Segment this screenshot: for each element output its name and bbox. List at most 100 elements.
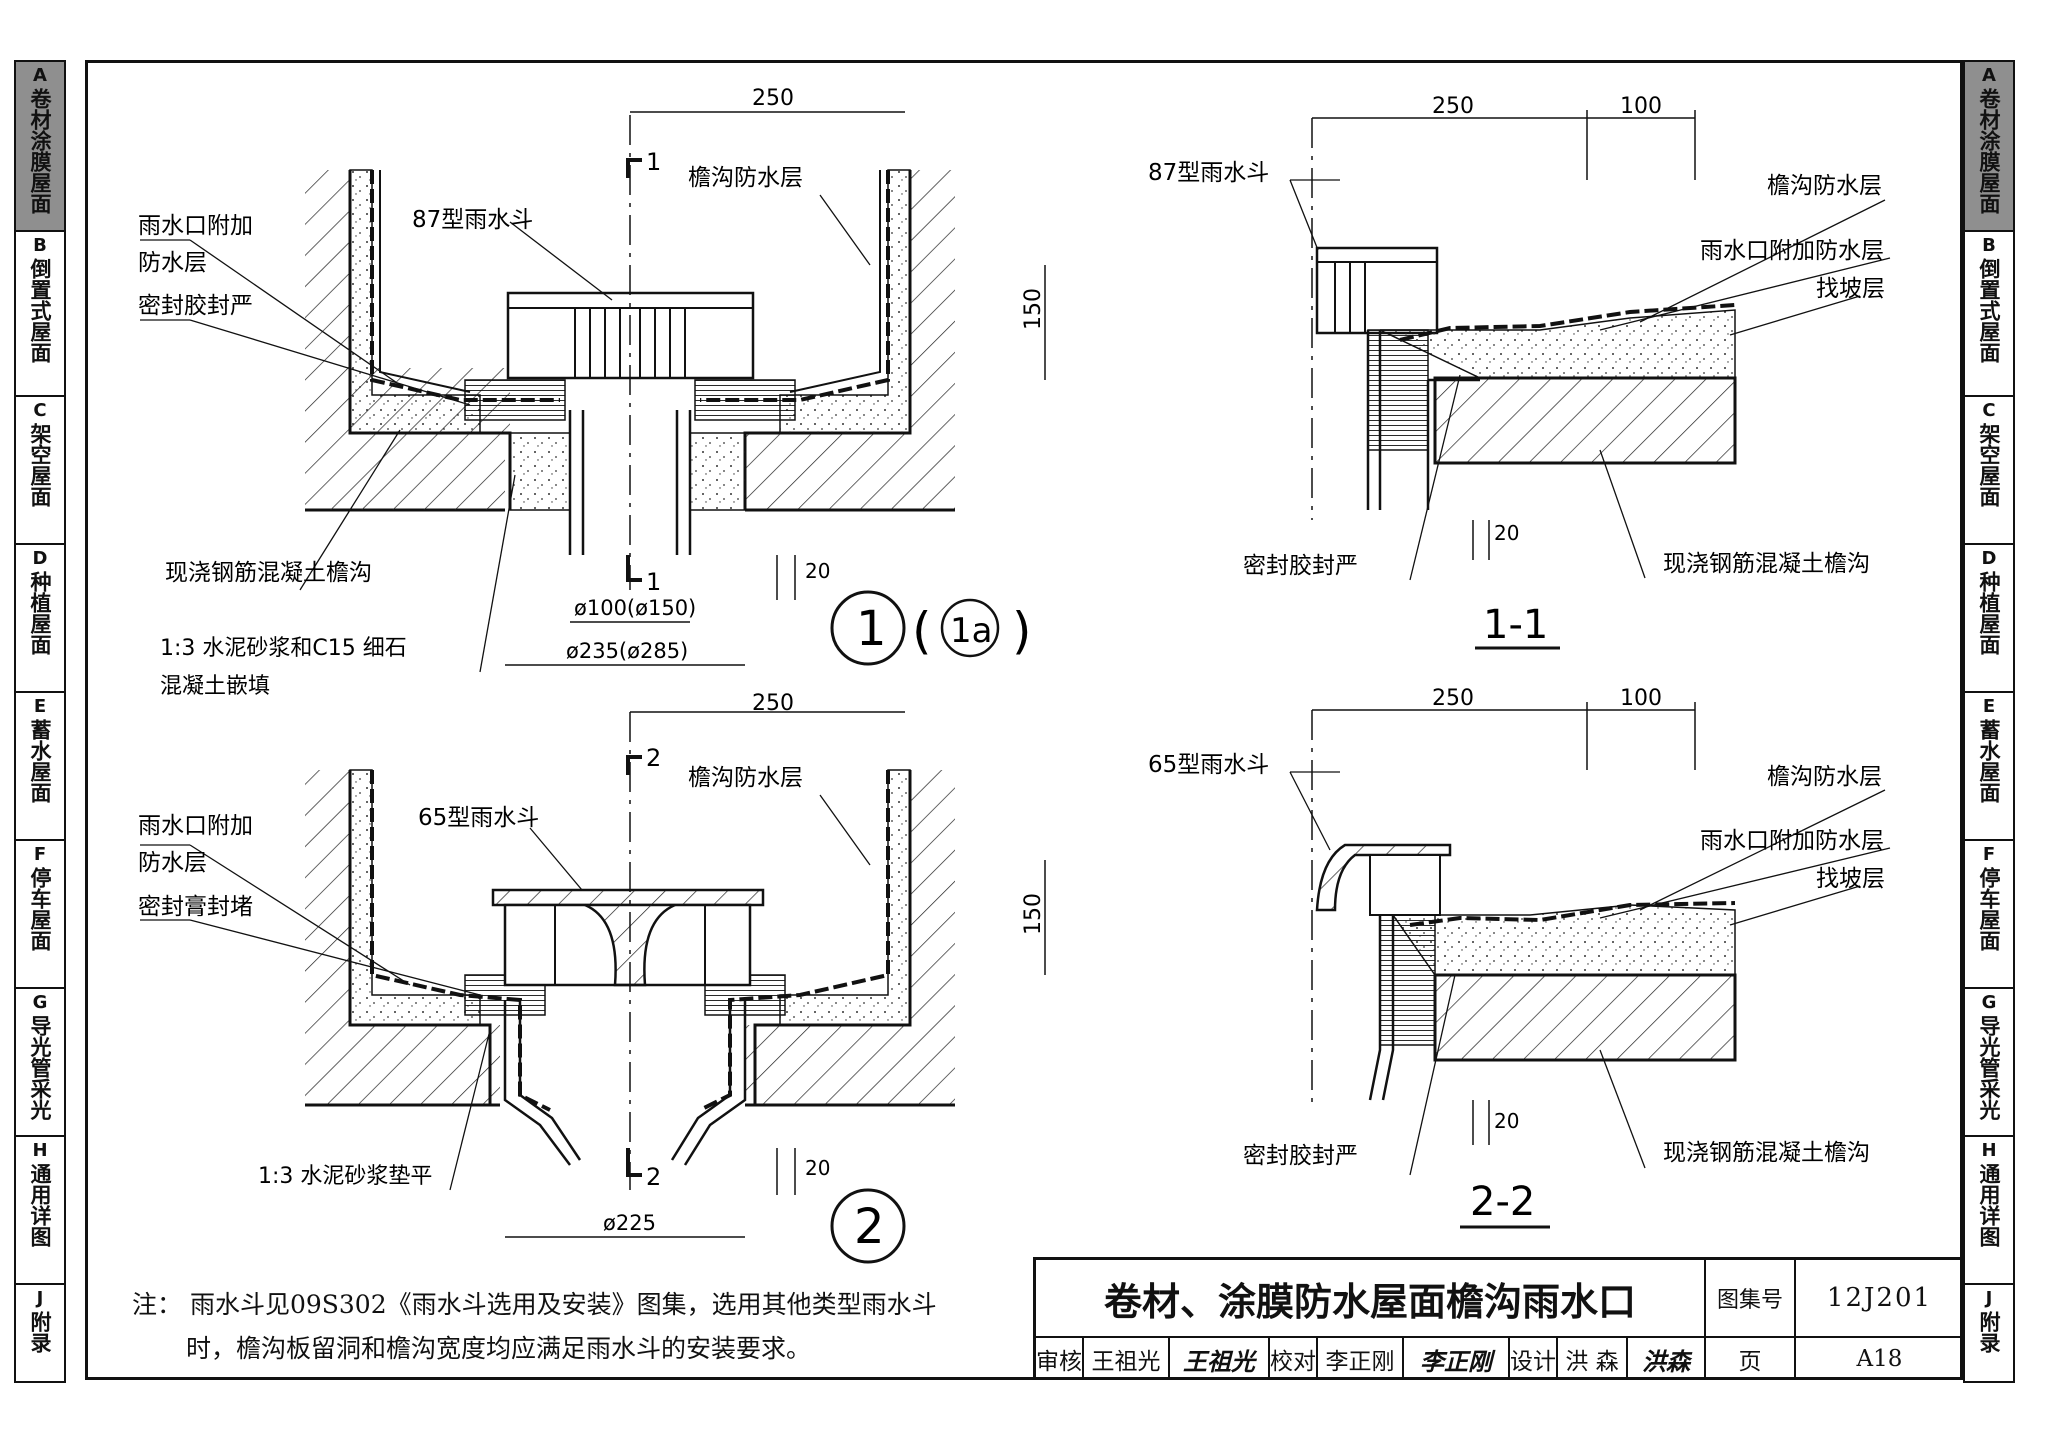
dim-150-d1: 150	[1021, 288, 1046, 330]
chapter-tab-name: 附录	[1977, 1311, 2001, 1353]
design-name: 洪 森	[1558, 1338, 1628, 1380]
chapter-tab-code: H	[1981, 1140, 1997, 1161]
section-mark-2-bottom: 2	[646, 1163, 661, 1191]
label-gutter-waterproof-s11: 檐沟防水层	[1767, 173, 1882, 199]
chapter-tab-name: 通用详图	[1977, 1163, 2001, 1247]
label-add-waterproof-s11: 雨水口附加防水层	[1700, 238, 1884, 264]
chapter-tab-name: 架空屋面	[1977, 423, 2001, 507]
chapter-tab-code: F	[33, 844, 47, 865]
check-signature: 李正刚	[1404, 1338, 1510, 1380]
label-seal-d1: 密封胶封严	[138, 293, 253, 319]
chapter-tab-code: J	[1985, 1288, 1993, 1309]
drawing-frame	[85, 60, 1963, 1380]
chapter-tab-name: 导光管采光	[28, 1015, 52, 1120]
section-mark-2-top: 2	[646, 744, 661, 772]
chapter-tab-code: B	[1982, 235, 1996, 256]
chapter-tab-name: 通用详图	[28, 1163, 52, 1247]
review-signature: 王祖光	[1170, 1338, 1270, 1380]
dim-150-d2: 150	[1021, 893, 1046, 935]
section-mark-1-top: 1	[646, 148, 661, 176]
chapter-tab-name: 种植屋面	[1977, 571, 2001, 655]
dim-250-d1: 250	[752, 86, 794, 111]
chapter-tab-code: C	[1982, 400, 1996, 421]
label-drain-65-d2: 65型雨水斗	[418, 805, 539, 831]
chapter-tab-code: F	[1982, 844, 1996, 865]
dim-dia-inner: ø100(ø150)	[574, 596, 696, 620]
label-drain-65-s22: 65型雨水斗	[1148, 752, 1269, 778]
signature-row: 审核 王祖光 王祖光 校对 李正刚 李正刚 设计 洪 森 洪森 页 A18	[1036, 1338, 1963, 1380]
check-label: 校对	[1270, 1338, 1318, 1380]
dim-250-d2: 250	[752, 691, 794, 716]
callout-2-number: 2	[854, 1199, 885, 1255]
dim-100-s22: 100	[1620, 686, 1662, 711]
chapter-tab-name: 停车屋面	[28, 867, 52, 951]
label-drain-87-d1: 87型雨水斗	[412, 207, 533, 233]
page-label: 页	[1706, 1338, 1796, 1380]
label-seal-s22: 密封胶封严	[1243, 1143, 1358, 1169]
chapter-tab-code: J	[36, 1288, 44, 1309]
section-title-1-1: 1-1	[1483, 602, 1548, 648]
chapter-tab-code: C	[33, 400, 47, 421]
title-block: 卷材、涂膜防水屋面檐沟雨水口 图集号 12J201 审核 王祖光 王祖光 校对 …	[1033, 1257, 1963, 1380]
review-label: 审核	[1036, 1338, 1084, 1380]
dim-dia-outer: ø235(ø285)	[566, 639, 688, 663]
label-concrete-s11: 现浇钢筋混凝土檐沟	[1663, 551, 1870, 577]
label-add-waterproof-1-d2: 雨水口附加	[138, 813, 253, 839]
label-slope-s22: 找坡层	[1816, 866, 1885, 892]
design-signature: 洪森	[1628, 1338, 1706, 1380]
label-fill-1-d1: 1:3 水泥砂浆和C15 细石	[160, 636, 407, 661]
drawing-title: 卷材、涂膜防水屋面檐沟雨水口	[1036, 1260, 1706, 1338]
chapter-tab-code: H	[32, 1140, 48, 1161]
chapter-tab-code: E	[1982, 696, 1996, 717]
page-value: A18	[1856, 1346, 1903, 1372]
callout-1-number: 1	[856, 601, 887, 657]
chapter-tab-code: E	[33, 696, 47, 717]
chapter-tab-name: 蓄水屋面	[28, 719, 52, 803]
chapter-tab-code: G	[32, 992, 48, 1013]
detail-1: 1 1 250 150 ø100(ø150) ø235(ø285) 20 87型…	[138, 86, 1046, 699]
label-concrete-d1: 现浇钢筋混凝土檐沟	[165, 560, 372, 586]
chapter-tab-name: 导光管采光	[1977, 1015, 2001, 1120]
label-add-waterproof-s22: 雨水口附加防水层	[1700, 828, 1884, 854]
chapter-tab-code: A	[33, 65, 47, 86]
design-label: 设计	[1510, 1338, 1558, 1380]
check-name: 李正刚	[1318, 1338, 1404, 1380]
chapter-tab-code: B	[33, 235, 47, 256]
detail-callout-1	[830, 590, 906, 666]
review-name: 王祖光	[1084, 1338, 1170, 1380]
label-seal-paste-d2: 密封膏封堵	[138, 894, 253, 920]
label-drain-87-s11: 87型雨水斗	[1148, 160, 1269, 186]
section-2-2: 250 100 20 65型雨水斗 檐沟防水层 雨水口附加防水层 找坡层 密封胶…	[1148, 686, 1891, 1229]
chapter-tab-name: 卷材涂膜屋面	[28, 88, 52, 214]
drain-65-side	[1315, 843, 1452, 912]
label-fill-2-d1: 混凝土嵌填	[160, 674, 270, 699]
atlas-label: 图集号	[1706, 1260, 1796, 1338]
note-line-1: 注： 雨水斗见09S302《雨水斗选用及安装》图集，选用其他类型雨水斗	[132, 1290, 937, 1319]
chapter-tab-name: 卷材涂膜屋面	[1977, 88, 2001, 214]
chapter-tab-code: A	[1982, 65, 1996, 86]
chapter-tab-name: 附录	[28, 1311, 52, 1353]
chapter-tab-name: 停车屋面	[1977, 867, 2001, 951]
chapter-tab-code: D	[32, 548, 48, 569]
chapter-tab-code: G	[1981, 992, 1997, 1013]
dim-20-s22: 20	[1494, 1109, 1519, 1133]
